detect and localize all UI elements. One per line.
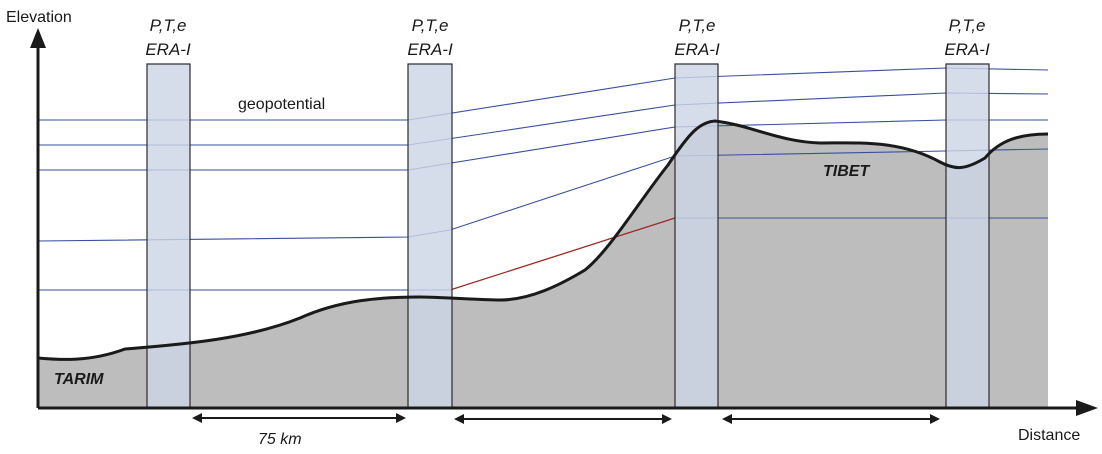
- interpolation-line: [449, 217, 676, 291]
- era-columns: [146, 63, 990, 409]
- column-2-label-line2: ERA-I: [407, 40, 453, 59]
- geopotential-label: geopotential: [238, 96, 325, 113]
- column-1-label-line1: P,T,e: [150, 16, 187, 35]
- distance-arrow-3-left-head: [722, 414, 732, 424]
- x-axis-label: Distance: [1018, 427, 1080, 444]
- distance-label: 75 km: [258, 431, 302, 448]
- column-4-label-line1: P,T,e: [949, 16, 986, 35]
- distance-arrows: [192, 413, 940, 424]
- y-axis-label: Elevation: [6, 9, 72, 26]
- distance-arrow-1-left-head: [192, 413, 202, 423]
- distance-arrow-1-right-head: [396, 413, 406, 423]
- terrain-outline: [37, 119, 1049, 361]
- distance-arrow-3-right-head: [930, 414, 940, 424]
- column-bar-3: [674, 63, 719, 409]
- x-axis-arrowhead: [1076, 400, 1098, 416]
- column-3-label-line1: P,T,e: [679, 16, 716, 35]
- distance-arrow-2-right-head: [662, 414, 672, 424]
- column-3-label-line2: ERA-I: [674, 40, 720, 59]
- axes: [30, 28, 1098, 416]
- column-2-label-line1: P,T,e: [412, 16, 449, 35]
- distance-arrow-2-left-head: [454, 414, 464, 424]
- column-bar-4: [945, 63, 990, 409]
- column-bar-2: [407, 63, 453, 409]
- column-1-label-line2: ERA-I: [145, 40, 191, 59]
- y-axis-arrowhead: [30, 28, 46, 48]
- region-label-tarim: TARIM: [54, 371, 104, 388]
- column-bar-1: [146, 63, 191, 409]
- terrain-area: [38, 121, 1048, 408]
- column-4-label-line2: ERA-I: [944, 40, 990, 59]
- region-label-tibet: TIBET: [823, 163, 870, 180]
